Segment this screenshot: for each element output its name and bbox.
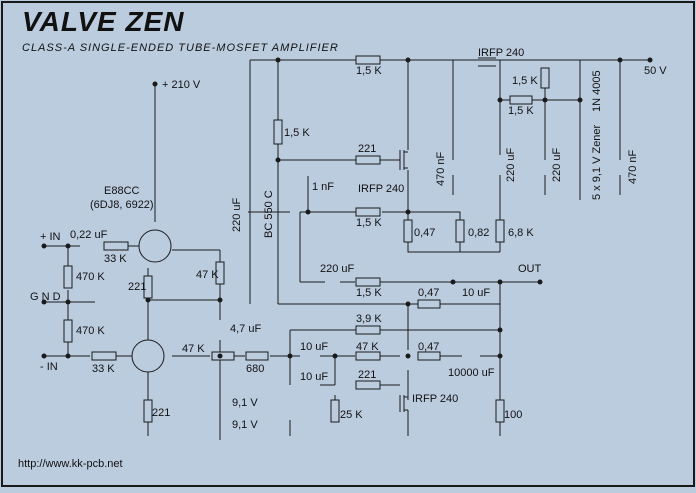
page-title: VALVE ZEN: [22, 6, 185, 37]
footer-url[interactable]: http://www.kk-pcb.net: [18, 458, 123, 470]
r-6k8-label: 6,8 K: [508, 227, 534, 239]
zen-group: 5 x 9,1 V Zener: [591, 124, 603, 200]
d1-label: 1N 4005: [591, 70, 603, 112]
tube-alt: (6DJ8, 6922): [90, 199, 154, 211]
c-220-b-label: 220 uF: [551, 147, 563, 182]
r-1k5-d-label: 1,5 K: [508, 105, 534, 117]
r-3k9-label: 3,9 K: [356, 313, 382, 325]
c-220-a-group: 220 uF: [505, 147, 517, 182]
c-220-a-label: 220 uF: [505, 147, 517, 182]
r-47k-plate-label: 47 K: [196, 269, 219, 281]
junctions: [41, 57, 653, 359]
resistors: [63, 55, 550, 423]
bc-group: BC 550 C: [263, 190, 275, 238]
r-1k5-fb-label: 1,5 K: [356, 287, 382, 299]
r-g2-label: 33 K: [92, 363, 115, 375]
in-plus-label: + IN: [40, 231, 61, 243]
r-082-label: 0,82: [468, 227, 489, 239]
d1-group: 1N 4005: [591, 70, 603, 112]
r-g1-label: 33 K: [104, 253, 127, 265]
r-1k5-a-label: 1,5 K: [356, 65, 382, 77]
in-minus-label: - IN: [40, 361, 58, 373]
zen-label: 5 x 9,1 V Zener: [591, 124, 603, 200]
lv-label: 50 V: [644, 65, 667, 77]
r-680-label: 680: [246, 363, 264, 375]
r-in2-label: 470 K: [76, 325, 105, 337]
r-047-a-label: 0,47: [414, 227, 435, 239]
r-1k5-b-label: 1,5 K: [356, 217, 382, 229]
c-470-a-group: 470 nF: [435, 151, 447, 186]
tube-2: [131, 339, 165, 373]
c-470-a-label: 470 nF: [435, 151, 447, 186]
c-220-fb-label: 220 uF: [320, 263, 355, 275]
c-220-b-group: 220 uF: [551, 147, 563, 182]
r-047-b-label: 0,47: [418, 287, 439, 299]
r-221a-label: 221: [128, 281, 146, 293]
mosfets: [399, 57, 496, 412]
r-221b-label: 221: [152, 407, 170, 419]
r-47k-b-label: 47 K: [182, 343, 205, 355]
c-1nf-label: 1 nF: [312, 181, 334, 193]
tubes: [131, 229, 172, 373]
c-4u7-label: 4,7 uF: [230, 323, 261, 335]
r-221-bot-label: 221: [358, 369, 376, 381]
bc-label: BC 550 C: [263, 190, 275, 238]
c-470-b-label: 470 nF: [627, 149, 639, 184]
r-47k-c-label: 47 K: [356, 341, 379, 353]
tube-name: E88CC: [104, 185, 140, 197]
irfp-bot-label: IRFP 240: [412, 393, 458, 405]
c-220-bc-group: 220 uF: [231, 197, 243, 232]
c-10-b-label: 10 uF: [300, 371, 328, 383]
r-047-c-label: 0,47: [418, 341, 439, 353]
c-10-a-label: 10 uF: [300, 341, 328, 353]
z2-label: 9,1 V: [232, 419, 258, 431]
c-10-out-label: 10 uF: [462, 287, 490, 299]
c-470-b-group: 470 nF: [627, 149, 639, 184]
gnd-label: G N D: [30, 291, 61, 303]
r-1k5-col-label: 1,5 K: [284, 127, 310, 139]
irfp-mid-label: IRFP 240: [358, 183, 404, 195]
r-100-label: 100: [504, 409, 522, 421]
c-10000-label: 10000 uF: [448, 367, 495, 379]
pot-25k-label: 25 K: [340, 409, 363, 421]
hv-label: + 210 V: [162, 79, 201, 91]
z1-label: 9,1 V: [232, 397, 258, 409]
tube-1: [138, 229, 172, 263]
c-in-label: 0,22 uF: [70, 229, 108, 241]
r-in1-label: 470 K: [76, 271, 105, 283]
page-subtitle: CLASS-A SINGLE-ENDED TUBE-MOSFET AMPLIFI…: [22, 42, 339, 54]
irfp-top-label: IRFP 240: [478, 47, 524, 59]
r-1k5-c-label: 1,5 K: [512, 75, 538, 87]
out-label: OUT: [518, 263, 542, 275]
r-221-top-label: 221: [358, 143, 376, 155]
c-220-bc-label: 220 uF: [231, 197, 243, 232]
